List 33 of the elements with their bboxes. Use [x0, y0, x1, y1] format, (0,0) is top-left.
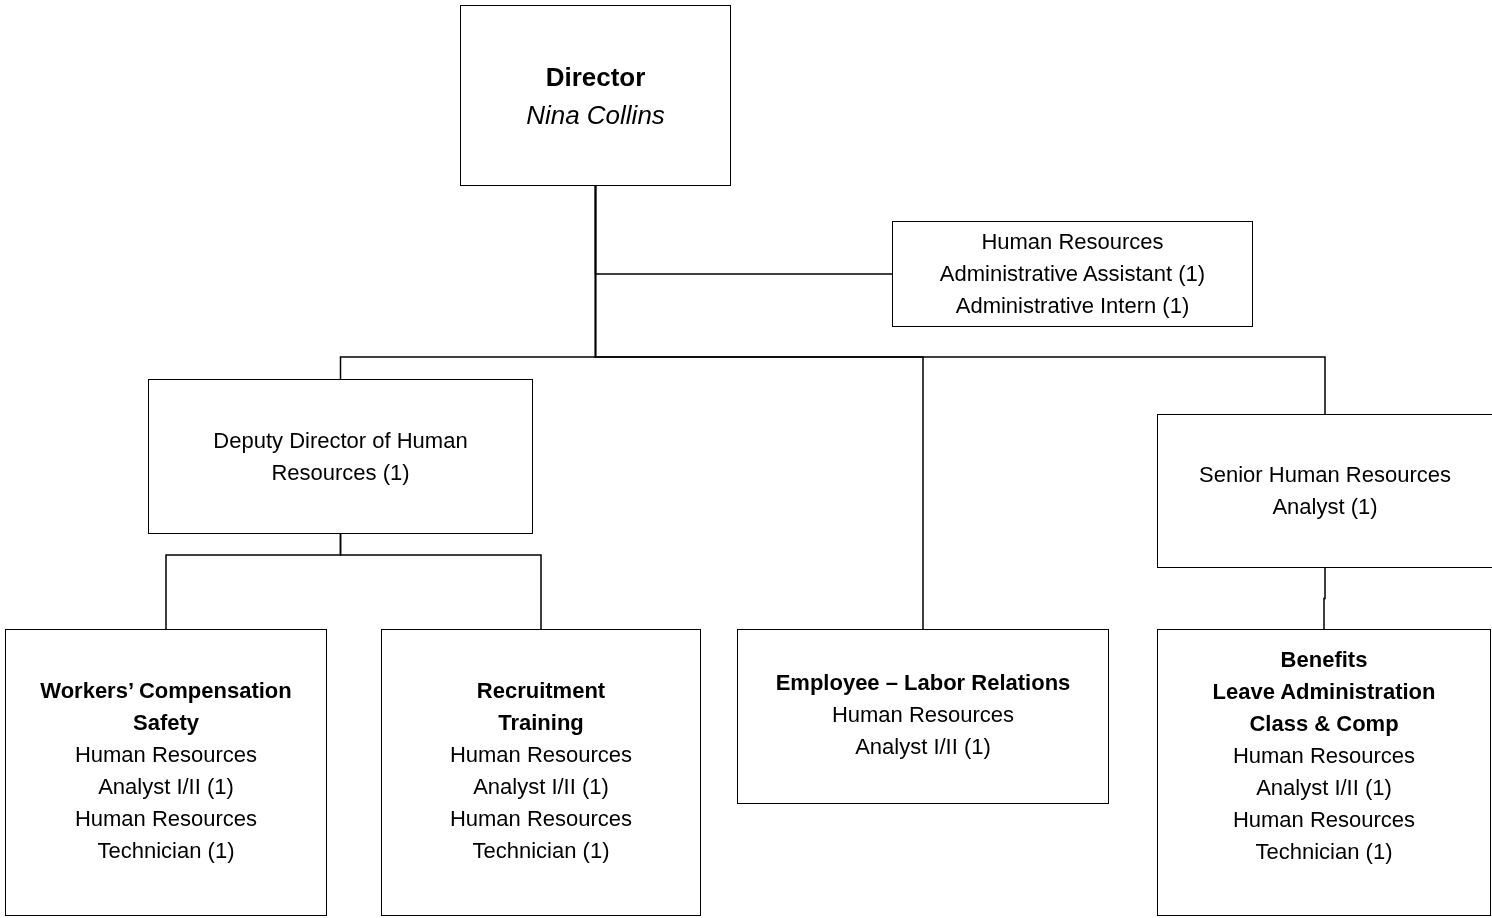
position-text: Human Resources Technician (1)	[448, 805, 634, 865]
position-text: Human Resources Analyst I/II (1)	[448, 741, 634, 801]
unit-heading: Training	[498, 709, 584, 737]
connector-line	[339, 533, 542, 630]
position-text: Human Resources	[981, 228, 1164, 256]
connector-line	[1323, 567, 1326, 630]
staff-box	[892, 221, 1253, 327]
position-text: Administrative Intern (1)	[955, 292, 1190, 320]
unit-heading: Recruitment	[476, 677, 606, 705]
position-text: Human Resources Analyst I/II (1)	[73, 741, 259, 801]
unit-heading: Employee – Labor Relations	[775, 669, 1071, 697]
position-text: Human Resources Technician (1)	[73, 805, 259, 865]
unit-heading: Benefits	[1280, 646, 1368, 674]
person-name: Nina Collins	[526, 98, 665, 132]
position-text: Human Resources Analyst I/II (1)	[830, 701, 1016, 761]
manager-box	[1157, 414, 1492, 568]
position-text: Administrative Assistant (1)	[939, 260, 1206, 288]
unit-heading: Safety	[132, 709, 199, 737]
connector-line	[594, 185, 1326, 415]
unit-box	[5, 629, 327, 916]
position-text: Senior Human Resources Analyst (1)	[1198, 461, 1452, 521]
director-box	[460, 5, 731, 186]
job-title: Director	[545, 60, 646, 94]
unit-box	[381, 629, 701, 916]
position-text: Human Resources Analyst I/II (1)	[1231, 742, 1417, 802]
position-text: Human Resources Technician (1)	[1231, 806, 1417, 866]
unit-box	[1157, 629, 1491, 916]
unit-heading: Class & Comp	[1249, 710, 1399, 738]
unit-heading: Workers’ Compensation	[40, 677, 292, 705]
position-text: Deputy Director of Human Resources (1)	[212, 426, 469, 487]
manager-box	[148, 379, 533, 534]
unit-box	[737, 629, 1109, 804]
unit-heading: Leave Administration	[1212, 678, 1436, 706]
